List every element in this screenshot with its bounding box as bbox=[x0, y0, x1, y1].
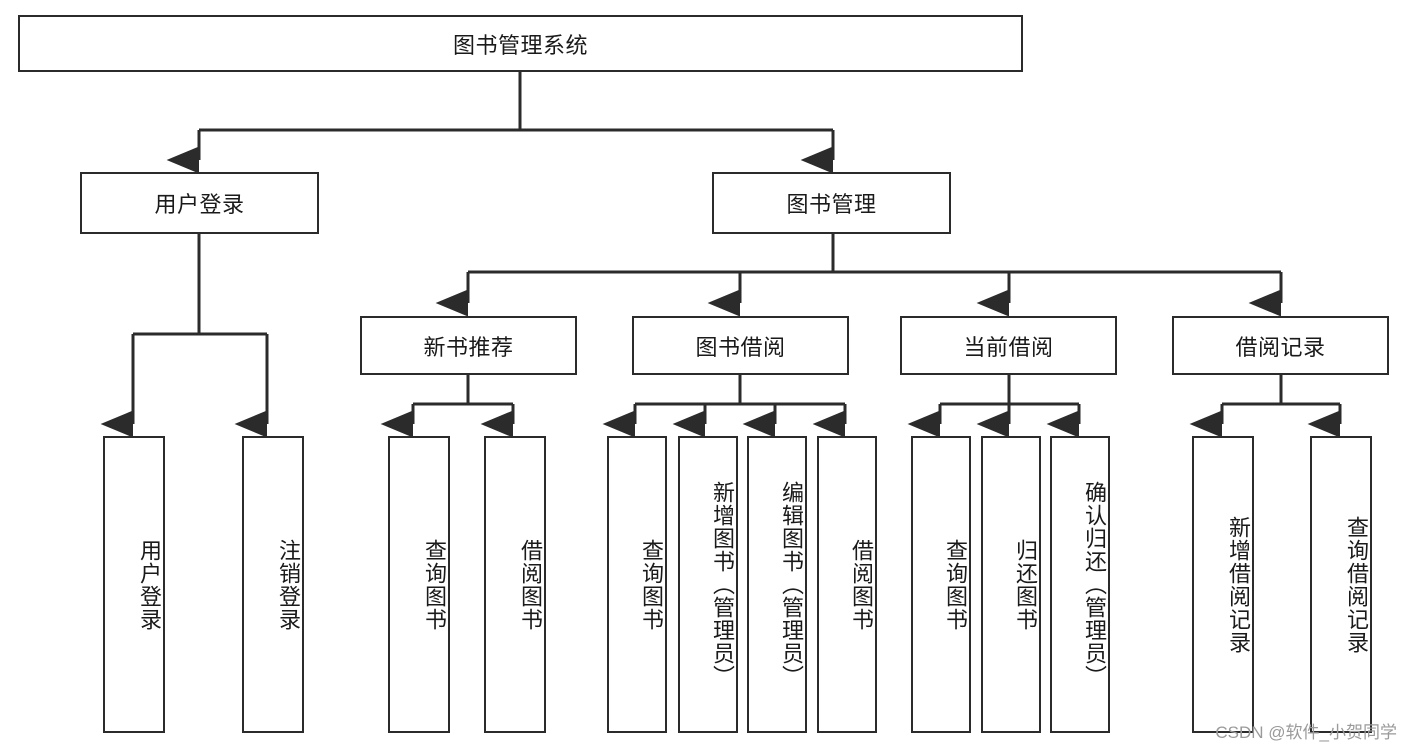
node-leaf-confirm-return-label: 确认归还（管理员） bbox=[1082, 481, 1107, 688]
node-leaf-edit-book[interactable]: 编辑图书（管理员） bbox=[747, 436, 807, 733]
csdn-watermark: CSDN @软件_小贺同学 bbox=[1215, 723, 1397, 742]
node-leaf-query-record[interactable]: 查询借阅记录 bbox=[1310, 436, 1372, 733]
node-leaf-user-logout-label: 注销登录 bbox=[276, 538, 301, 631]
node-user-login[interactable]: 用户登录 bbox=[80, 172, 319, 234]
node-current-borrow-label: 当前借阅 bbox=[963, 334, 1054, 360]
node-book-manage-label: 图书管理 bbox=[786, 192, 877, 217]
node-leaf-user-login[interactable]: 用户登录 bbox=[103, 436, 165, 733]
node-book-borrow[interactable]: 图书借阅 bbox=[632, 316, 849, 375]
node-root[interactable]: 图书管理系统 bbox=[18, 15, 1023, 72]
node-leaf-add-record-label: 新增借阅记录 bbox=[1226, 515, 1251, 654]
node-leaf-query-book-2[interactable]: 查询图书 bbox=[607, 436, 667, 733]
node-leaf-query-book-1-label: 查询图书 bbox=[422, 538, 447, 631]
node-borrow-record[interactable]: 借阅记录 bbox=[1172, 316, 1389, 375]
node-book-manage[interactable]: 图书管理 bbox=[712, 172, 951, 234]
node-leaf-user-logout[interactable]: 注销登录 bbox=[242, 436, 304, 733]
node-leaf-query-record-label: 查询借阅记录 bbox=[1344, 515, 1369, 654]
node-leaf-add-record[interactable]: 新增借阅记录 bbox=[1192, 436, 1254, 733]
node-leaf-confirm-return[interactable]: 确认归还（管理员） bbox=[1050, 436, 1110, 733]
node-user-login-label: 用户登录 bbox=[154, 192, 245, 217]
node-leaf-add-book-label: 新增图书（管理员） bbox=[710, 481, 735, 688]
node-leaf-borrow-book-1-label: 借阅图书 bbox=[518, 538, 543, 631]
node-leaf-borrow-book-2-label: 借阅图书 bbox=[849, 538, 874, 631]
node-leaf-query-book-1[interactable]: 查询图书 bbox=[388, 436, 450, 733]
node-leaf-add-book[interactable]: 新增图书（管理员） bbox=[678, 436, 738, 733]
node-current-borrow[interactable]: 当前借阅 bbox=[900, 316, 1117, 375]
node-leaf-edit-book-label: 编辑图书（管理员） bbox=[779, 481, 804, 688]
node-leaf-user-login-label: 用户登录 bbox=[137, 538, 162, 631]
node-root-label: 图书管理系统 bbox=[452, 32, 588, 58]
node-new-book-rec-label: 新书推荐 bbox=[423, 334, 514, 360]
node-leaf-return-book[interactable]: 归还图书 bbox=[981, 436, 1041, 733]
node-leaf-return-book-label: 归还图书 bbox=[1013, 538, 1038, 631]
node-new-book-rec[interactable]: 新书推荐 bbox=[360, 316, 577, 375]
node-book-borrow-label: 图书借阅 bbox=[695, 334, 786, 360]
node-leaf-borrow-book-2[interactable]: 借阅图书 bbox=[817, 436, 877, 733]
node-leaf-query-book-3-label: 查询图书 bbox=[943, 538, 968, 631]
node-leaf-query-book-2-label: 查询图书 bbox=[639, 538, 664, 631]
node-leaf-query-book-3[interactable]: 查询图书 bbox=[911, 436, 971, 733]
node-leaf-borrow-book-1[interactable]: 借阅图书 bbox=[484, 436, 546, 733]
node-borrow-record-label: 借阅记录 bbox=[1235, 334, 1326, 360]
